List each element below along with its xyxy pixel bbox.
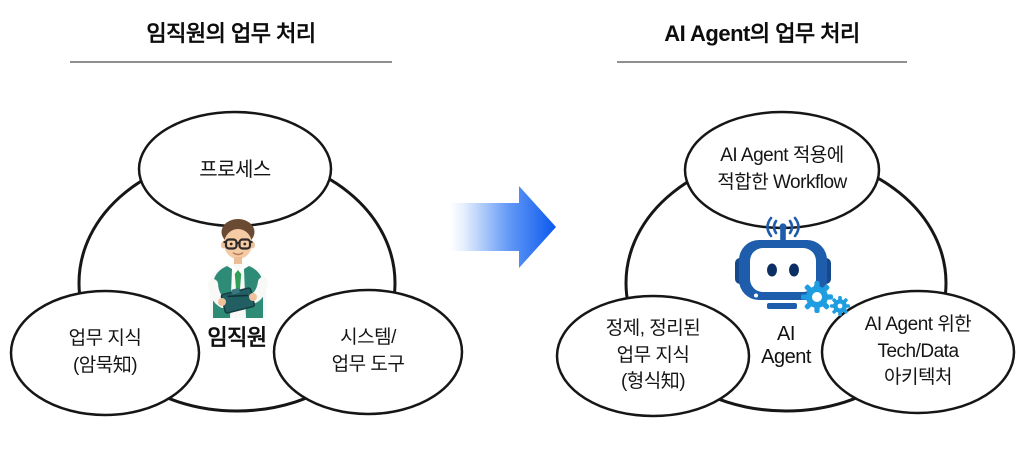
right-panel-title: AI Agent의 업무 처리 (664, 21, 860, 46)
ai-agent-label: AI Agent (761, 323, 811, 368)
ai-robot-icon (735, 216, 850, 316)
right-node-knowledge-label: 정제, 정리된 업무 지식 (형식知) (605, 318, 701, 393)
left-node-knowledge (9, 289, 201, 417)
left-node-system-label: 시스템/ 업무 도구 (331, 327, 405, 375)
right-node-architecture-label: AI Agent 위한 Tech/Data 아키텍처 (864, 314, 972, 389)
robot-head (735, 240, 831, 309)
right-node-workflow-label: AI Agent 적용에 적합한 Workflow (717, 145, 847, 193)
left-panel-title: 임직원의 업무 처리 (146, 21, 316, 46)
glasses-icon (223, 238, 253, 250)
antenna-signal-icon (766, 216, 800, 238)
employee-3d-illustration (208, 219, 268, 318)
employee-label: 임직원 (207, 325, 267, 350)
left-title-underline (70, 61, 392, 63)
employee-body (208, 257, 268, 318)
right-node-knowledge (555, 294, 751, 418)
transform-arrow-icon (450, 186, 556, 268)
employee-head (221, 219, 255, 259)
left-node-knowledge-label: 업무 지식 (암묵知) (68, 328, 142, 376)
gears-icon (801, 281, 850, 316)
right-title-underline (617, 61, 907, 63)
right-node-architecture (820, 289, 1016, 415)
left-node-process-label: 프로세스 (199, 159, 271, 181)
left-node-system (272, 288, 464, 416)
